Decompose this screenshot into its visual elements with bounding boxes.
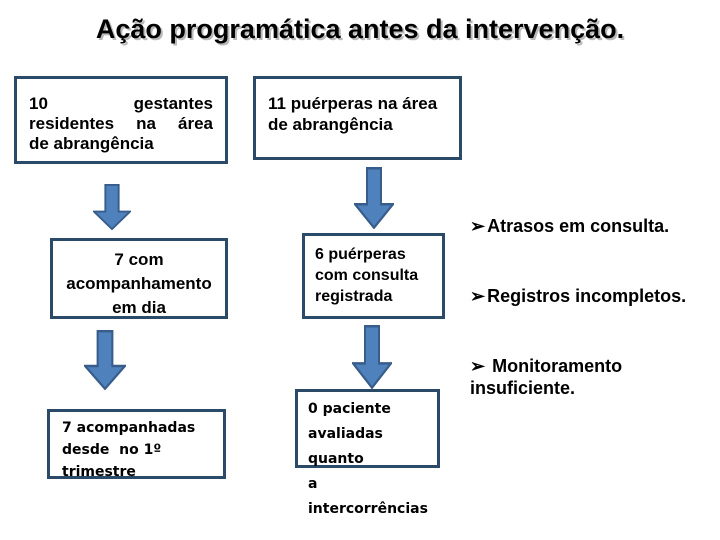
box-text-line: residentes na área xyxy=(29,114,213,134)
arrow-bullet-icon: ➢ xyxy=(470,216,486,236)
finding-label: Atrasos em consulta. xyxy=(487,216,670,236)
down-arrow-icon xyxy=(352,325,392,389)
list-item: ➢ Monitoramento insuficiente. xyxy=(470,333,716,399)
page-title: Ação programática antes da intervenção. xyxy=(95,14,625,44)
list-item: ➢Registros incompletos. xyxy=(470,263,716,307)
box-text: 10 xyxy=(29,94,48,113)
flow-box-gestantes-residentes: 10 gestantes residentes na área de abran… xyxy=(14,76,228,164)
down-arrow-icon xyxy=(93,184,131,230)
flow-box-primeiro-trimestre: 7 acompanhadas desde no 1º trimestre xyxy=(47,409,226,480)
list-item: ➢Atrasos em consulta. xyxy=(470,193,716,237)
flow-box-puerperas-area: 11 puérperas na área de abrangência xyxy=(253,76,462,160)
box-text-line: 10 gestantes xyxy=(29,94,213,114)
box-text: na xyxy=(136,114,156,133)
finding-label: Monitoramento insuficiente. xyxy=(470,356,623,398)
flow-box-intercorrencias: 0 paciente avaliadas quanto a intercorrê… xyxy=(295,389,440,517)
flow-box-acompanhamento-em-dia: 7 com acompanhamento em dia xyxy=(50,238,228,319)
box-text-line: de abrangência xyxy=(29,134,154,153)
finding-label: Registros incompletos. xyxy=(487,286,687,306)
box-text: gestantes xyxy=(133,94,213,113)
down-arrow-icon xyxy=(84,330,126,390)
findings-list: ➢Atrasos em consulta. ➢Registros incompl… xyxy=(470,193,716,425)
flow-box-consulta-registrada: 6 puérperas com consulta registrada xyxy=(302,233,445,319)
arrow-bullet-icon: ➢ xyxy=(470,356,486,376)
down-arrow-icon xyxy=(354,167,394,229)
box-text: residentes xyxy=(29,114,115,133)
box-text: área xyxy=(178,114,213,133)
arrow-bullet-icon: ➢ xyxy=(470,286,486,306)
